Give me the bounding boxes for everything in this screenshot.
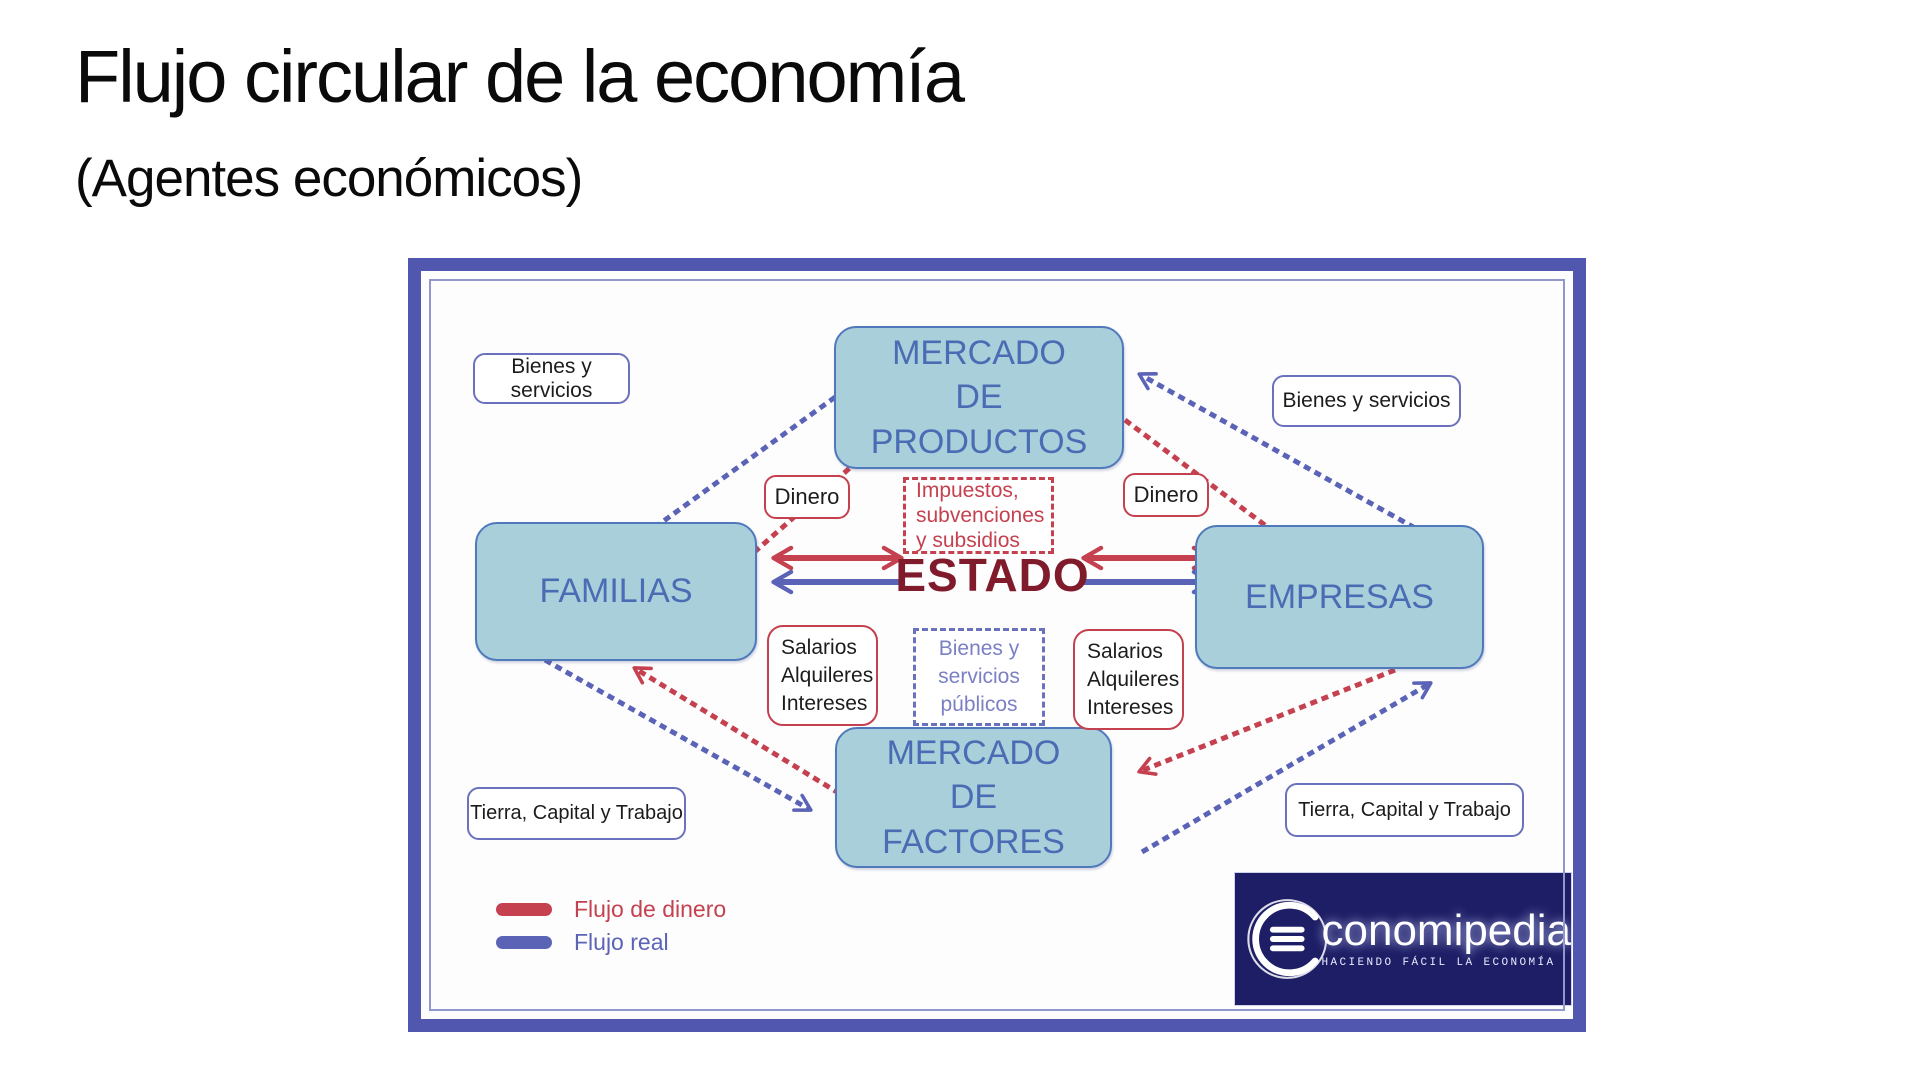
salarios-line: Intereses xyxy=(1087,695,1174,719)
logo-tagline: HACIENDO FÁCIL LA ECONOMÍA xyxy=(1321,957,1556,969)
economipedia-logo: conomipedia HACIENDO FÁCIL LA ECONOMÍA xyxy=(1234,872,1572,1006)
tierra-capital-trabajo-label-right: Tierra, Capital y Trabajo xyxy=(1285,783,1524,837)
arrow-real-familias-to-factores xyxy=(543,657,813,812)
arrow-real-products-to-familias xyxy=(589,387,847,576)
dinero-label-right: Dinero xyxy=(1123,473,1209,517)
impuestos-line: subvenciones xyxy=(916,504,1045,527)
bienes-publicos-line: públicos xyxy=(940,693,1018,716)
box-familias: FAMILIAS xyxy=(475,522,757,661)
logo-brand: conomipedia xyxy=(1321,906,1572,955)
salarios-box-right: Salarios Alquileres Intereses xyxy=(1073,629,1184,730)
bienes-publicos-box: Bienes y servicios públicos xyxy=(913,628,1045,726)
bienes-servicios-label-left: Bienes y servicios xyxy=(473,353,630,404)
arrow-real-factores-to-empresas xyxy=(1140,681,1433,855)
tierra-capital-trabajo-label-left: Tierra, Capital y Trabajo xyxy=(467,787,686,840)
impuestos-box: Impuestos, subvenciones y subsidios xyxy=(903,477,1054,554)
box-mercado-productos: MERCADO DE PRODUCTOS xyxy=(834,326,1124,469)
dinero-label-left: Dinero xyxy=(764,475,850,519)
legend-money-label: Flujo de dinero xyxy=(574,896,727,922)
legend-real-flow: Flujo real xyxy=(496,929,669,956)
salarios-line: Alquileres xyxy=(781,663,874,687)
logo-text: conomipedia HACIENDO FÁCIL LA ECONOMÍA xyxy=(1321,906,1572,970)
salarios-line: Salarios xyxy=(1087,639,1163,663)
estado-label: ESTADO xyxy=(895,549,1090,601)
legend-real-label: Flujo real xyxy=(574,929,669,955)
arrow-money-products-to-empresas xyxy=(1123,418,1310,560)
arrow-money-empresas-to-factores xyxy=(1137,667,1396,776)
bienes-publicos-line: Bienes y xyxy=(938,637,1020,660)
salarios-box-left: Salarios Alquileres Intereses xyxy=(767,625,878,726)
legend-real-swatch xyxy=(496,936,552,949)
page-subtitle: (Agentes económicos) xyxy=(75,149,583,208)
arrow-money-factores-to-familias xyxy=(632,666,852,803)
diagram-frame: MERCADO DE PRODUCTOS FAMILIAS EMPRESAS M… xyxy=(408,258,1586,1032)
arrow-real-empresas-to-products xyxy=(1137,372,1417,531)
salarios-line: Alquileres xyxy=(1087,667,1180,691)
legend-money-swatch xyxy=(496,903,552,916)
page-title: Flujo circular de la economía xyxy=(75,35,965,118)
economipedia-logo-icon xyxy=(1247,899,1328,979)
bienes-servicios-label-right: Bienes y servicios xyxy=(1272,375,1461,427)
legend-money-flow: Flujo de dinero xyxy=(496,896,726,923)
salarios-line: Salarios xyxy=(781,635,857,659)
box-mercado-factores: MERCADO DE FACTORES xyxy=(835,727,1112,868)
salarios-line: Intereses xyxy=(781,691,868,715)
impuestos-line: Impuestos, xyxy=(916,479,1019,502)
box-empresas: EMPRESAS xyxy=(1195,525,1484,669)
impuestos-line: y subsidios xyxy=(916,529,1020,552)
bienes-publicos-line: servicios xyxy=(938,665,1020,688)
